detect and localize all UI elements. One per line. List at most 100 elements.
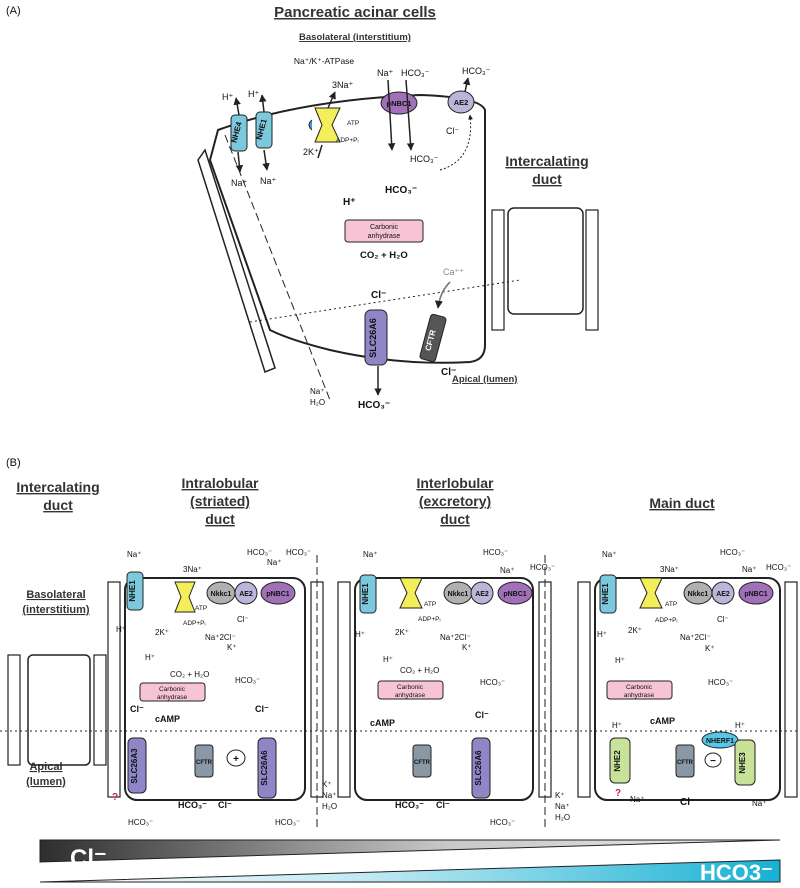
neighbor-cell-a <box>197 148 276 373</box>
interlobular-cell <box>354 577 534 801</box>
b3-h-nhe3: H⁺ <box>735 721 745 730</box>
atp-a: ATP <box>347 120 359 127</box>
svg-text:pNBC1: pNBC1 <box>266 591 289 598</box>
b2-hco3-pnbc: HCO₃⁻ <box>530 563 555 572</box>
svg-text:−: − <box>710 756 716 767</box>
duct-cell-a <box>507 207 584 315</box>
svg-text:Carbonic: Carbonic <box>159 686 186 693</box>
b3-h-out: H⁺ <box>597 630 607 639</box>
b1-hco3-slc6: HCO₃⁻ <box>275 818 300 827</box>
gradient-label-right: HCO3⁻ <box>700 860 773 885</box>
intercalating-duct-label-b2: duct <box>43 497 73 513</box>
b2-hco3-ae2: HCO₃⁻ <box>483 548 508 557</box>
b3-cl-cftr: Cl⁻ <box>680 797 695 808</box>
nkkc1-b1: Nkkc1 <box>206 581 236 605</box>
svg-text:anhydrase: anhydrase <box>157 694 188 701</box>
basolateral-b1: Basolateral <box>26 589 85 601</box>
b3-k: K⁺ <box>705 644 715 653</box>
pnbc1-b3: pNBC1 <box>738 581 774 605</box>
duct-wall-b-left <box>7 654 21 766</box>
svg-text:NHE2: NHE2 <box>613 750 622 772</box>
nhe3-b3: NHE3 <box>734 739 756 786</box>
svg-text:pNBC1: pNBC1 <box>386 99 411 108</box>
ion-h-ca-a: H⁺ <box>343 197 356 208</box>
b2-hco3-ca: HCO₃⁻ <box>480 678 505 687</box>
slc26a6-transporter-a: SLC26A6 <box>364 309 388 366</box>
ion-na-1: Na⁺ <box>231 178 248 188</box>
b2-camp: cAMP <box>370 718 395 728</box>
slc26a6-b1: SLC26A6 <box>257 737 277 799</box>
b2-k: K⁺ <box>462 643 472 652</box>
b2-na-para: Na⁺ <box>555 802 569 811</box>
b1-h-ca: H⁺ <box>145 653 155 662</box>
b1-2k: 2K⁺ <box>155 628 169 637</box>
svg-text:Carbonic: Carbonic <box>626 684 653 691</box>
svg-text:NHE1: NHE1 <box>361 583 370 605</box>
ion-na-pnbc: Na⁺ <box>377 68 394 78</box>
duct-cell-b <box>27 654 91 766</box>
svg-text:NHE1: NHE1 <box>128 580 137 602</box>
duct-cell-wall-left <box>491 209 505 331</box>
b3-hco3-ae2: HCO₃⁻ <box>720 548 745 557</box>
nhe1-transporter-b1: NHE1 <box>126 571 144 611</box>
pnbc1-transporter-a: pNBC1 <box>380 91 418 115</box>
intercalating-duct-label-a1: Intercalating <box>505 153 588 169</box>
basolateral-b2: (interstitium) <box>22 604 90 616</box>
intralobular-l1: Intralobular <box>181 475 259 491</box>
b2-hco3-slc6: HCO₃⁻ <box>490 818 515 827</box>
carbonic-anhydrase-a: Carbonic anhydrase <box>344 219 424 243</box>
ion-hco3-ae2: HCO₃⁻ <box>462 66 491 76</box>
svg-text:AE2: AE2 <box>454 98 469 107</box>
ion-2k-a: 2K⁺ <box>303 147 319 157</box>
ae2-b3: AE2 <box>711 581 735 605</box>
b3-3na: 3Na⁺ <box>660 565 679 574</box>
b2-k-para: K⁺ <box>555 791 565 800</box>
b2-2k: 2K⁺ <box>395 628 409 637</box>
b3-na-in: Na⁺ <box>602 550 616 559</box>
panel-a-label: (A) <box>6 5 21 17</box>
b3-h-nhe2: H⁺ <box>612 721 622 730</box>
svg-text:+: + <box>233 754 239 765</box>
na-k-atpase-b1 <box>174 581 196 613</box>
b3-question: ? <box>615 788 621 799</box>
b1-hco3-pnbc: HCO₃⁻ <box>286 548 311 557</box>
b1-na-para: Na⁺ <box>322 791 336 800</box>
svg-text:Nkkc1: Nkkc1 <box>448 591 469 598</box>
intralobular-l3: duct <box>205 511 235 527</box>
b1-camp: cAMP <box>155 714 180 724</box>
ion-h-1: H⁺ <box>222 92 233 102</box>
svg-text:SLC26A6: SLC26A6 <box>368 318 378 358</box>
ion-na-para-a: Na⁺ <box>310 387 324 396</box>
ion-cl-ae2: Cl⁻ <box>446 126 459 136</box>
svg-text:anhydrase: anhydrase <box>368 233 401 240</box>
svg-text:Carbonic: Carbonic <box>370 224 399 231</box>
cftr-b3: CFTR <box>675 744 695 778</box>
b2-atp: ATP <box>424 601 436 608</box>
b2-na-in: Na⁺ <box>363 550 377 559</box>
b3-adp: ADP+Pᵢ <box>655 617 678 624</box>
b2-h2o-para: H₂O <box>555 813 570 822</box>
b1-hco3-slc3: HCO₃⁻ <box>128 818 153 827</box>
gradient-label-left: Cl⁻ <box>70 845 107 872</box>
basolateral-label-a: Basolateral (interstitium) <box>299 32 411 43</box>
svg-text:AE2: AE2 <box>239 591 253 598</box>
pnbc1-b1: pNBC1 <box>260 581 296 605</box>
duct-wall-b-right <box>93 654 107 766</box>
nkkc1-b3: Nkkc1 <box>683 581 713 605</box>
nhe4-transporter: NHE4 <box>229 114 248 152</box>
b3-na-nhe3: Na⁺ <box>752 799 766 808</box>
nhe1-transporter-b2: NHE1 <box>359 574 377 614</box>
na-k-atpase-a <box>308 107 341 143</box>
nhe2-b3: NHE2 <box>609 737 631 784</box>
svg-text:NHE1: NHE1 <box>601 583 610 605</box>
b1-cl-cftr: Cl⁻ <box>218 800 232 810</box>
svg-text:NHE3: NHE3 <box>738 752 747 774</box>
b2-co2: CO₂ + H₂O <box>400 666 439 675</box>
b1-hco3-ae2: HCO₃⁻ <box>247 548 272 557</box>
intralobular-neighbor-left <box>107 581 121 798</box>
b2-na2cl: Na⁺2Cl⁻ <box>440 633 471 642</box>
b3-hco3-ca: HCO₃⁻ <box>708 678 733 687</box>
ion-3na-a: 3Na⁺ <box>332 80 354 90</box>
